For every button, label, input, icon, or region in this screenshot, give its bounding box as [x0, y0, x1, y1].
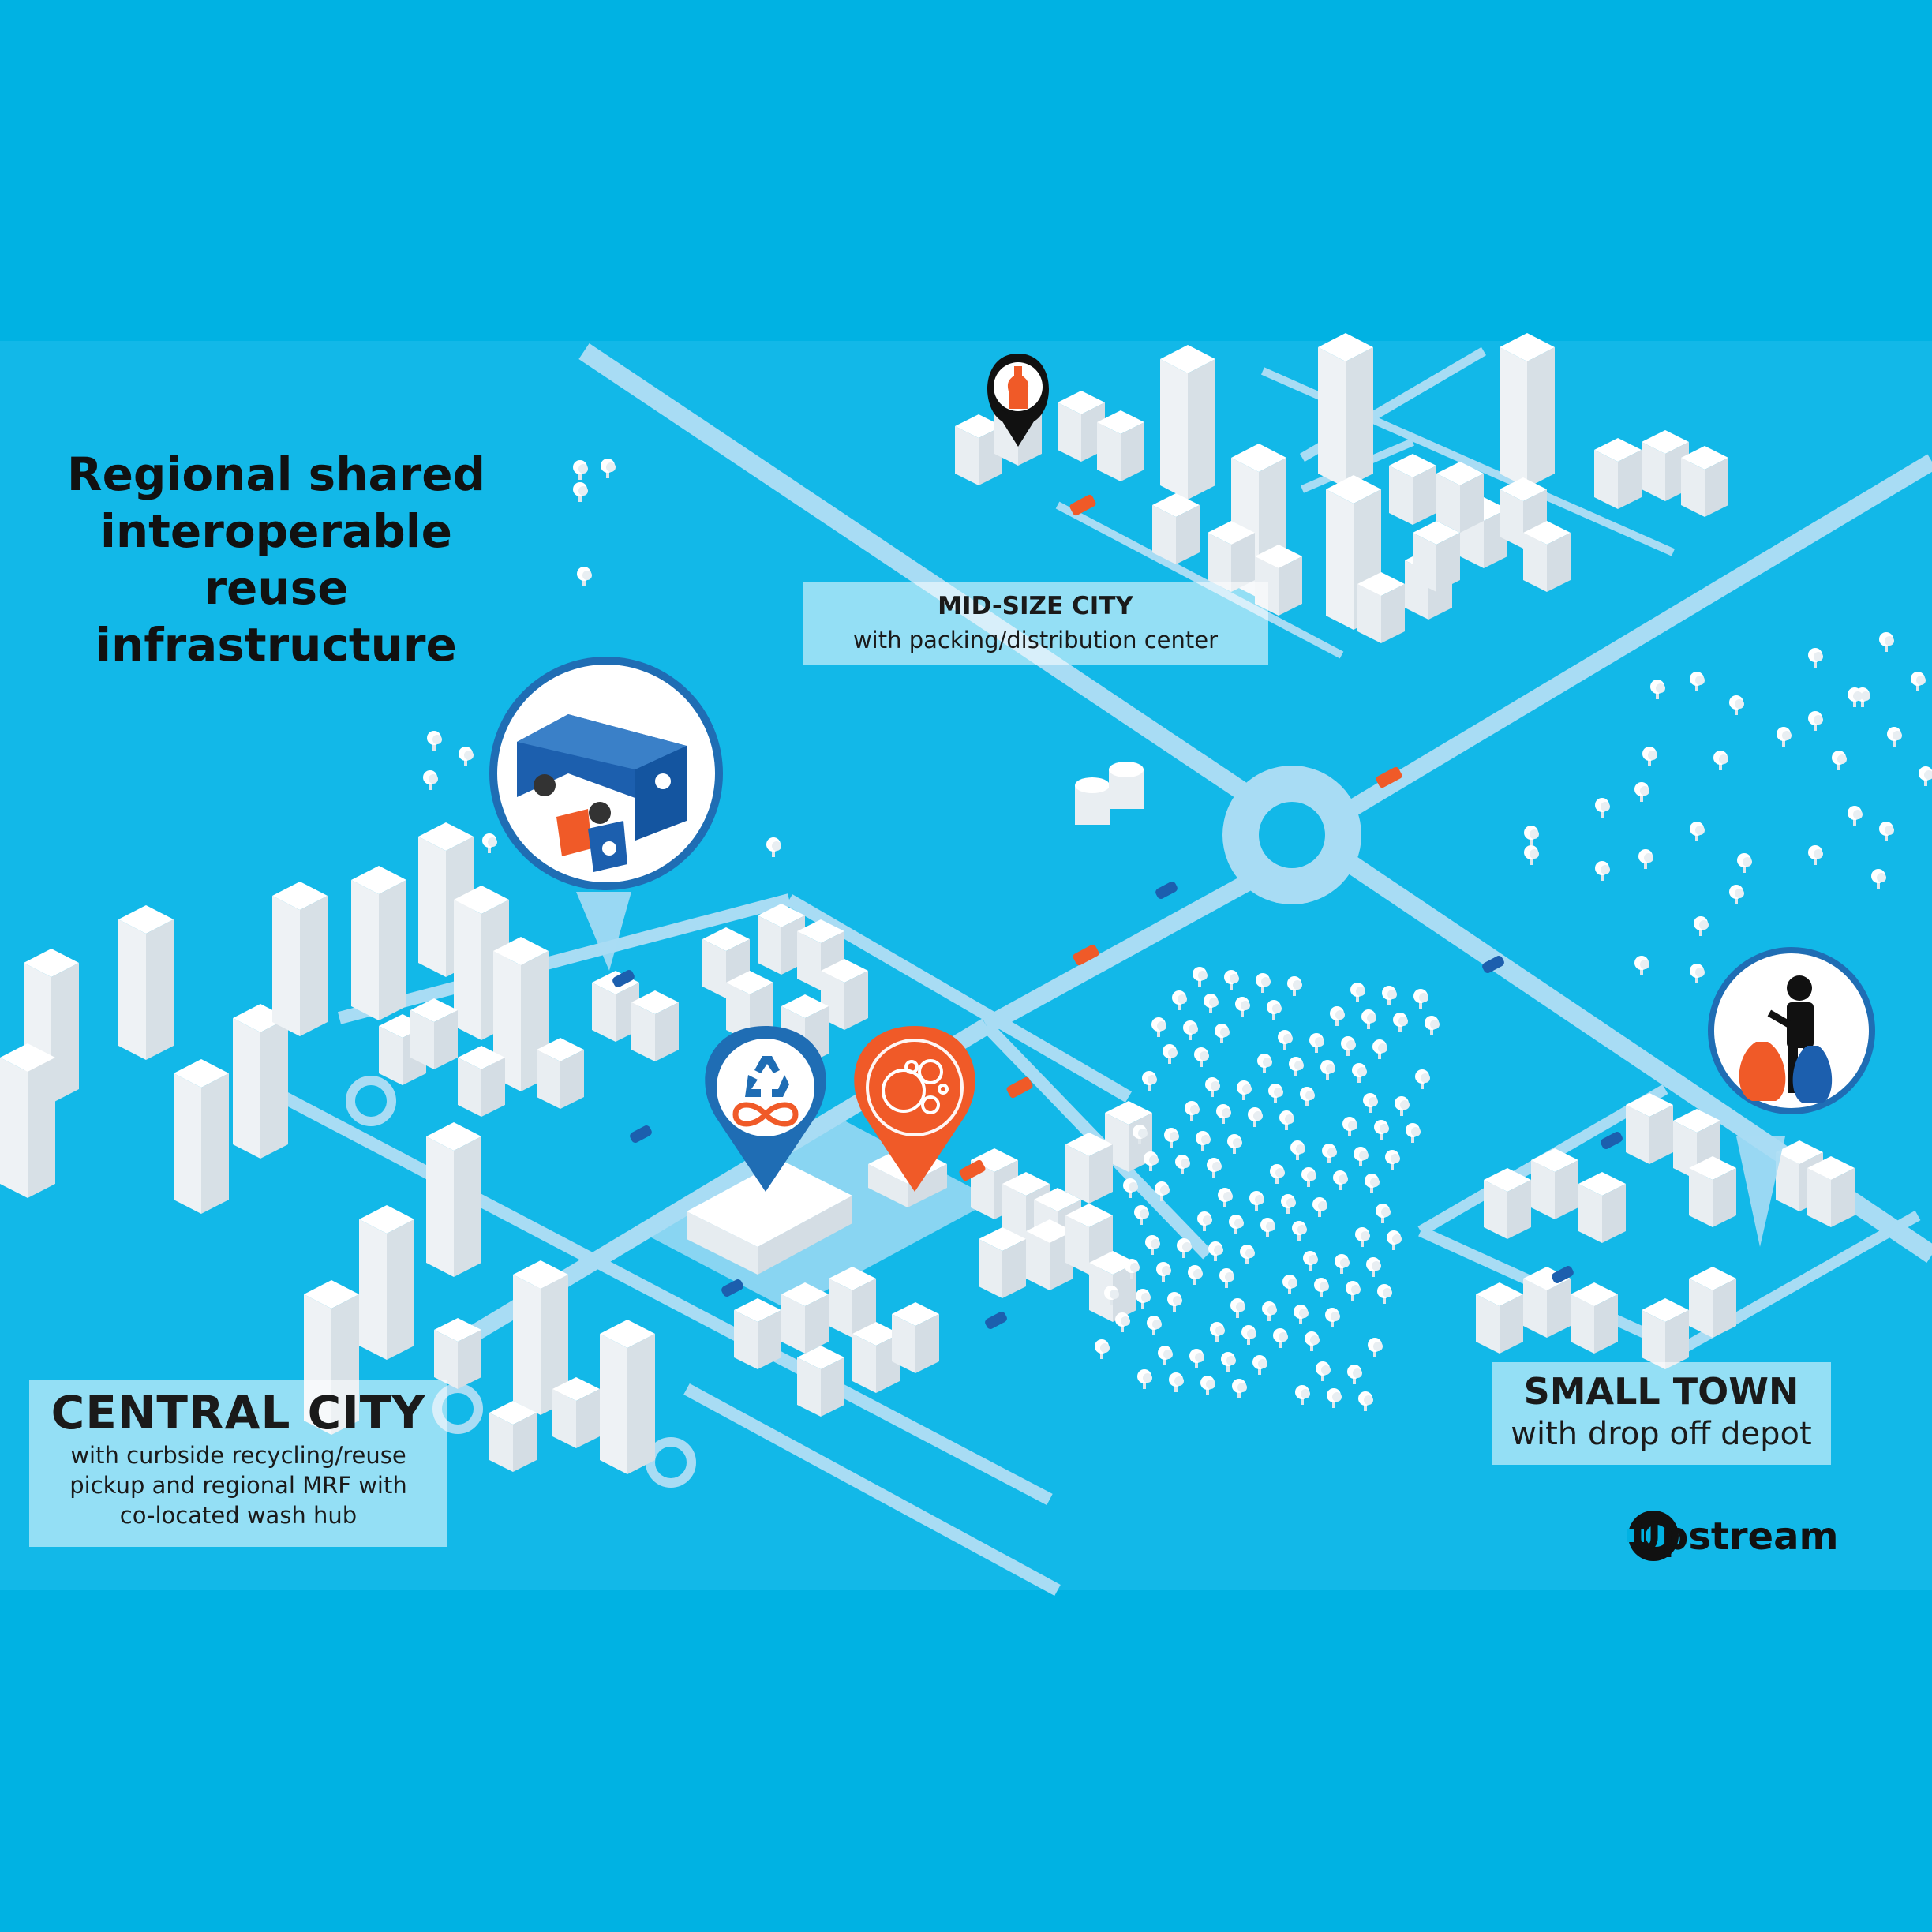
orange-bag-icon	[1739, 1042, 1786, 1101]
storage-tanks	[1075, 762, 1144, 825]
midsize-city-label: MID-SIZE CITY with packing/distribution …	[803, 582, 1268, 665]
page-title: Regional shared interoperable reuse infr…	[24, 446, 529, 673]
upstream-logo-icon	[1627, 1511, 1679, 1561]
small-town-label: SMALL TOWN with drop off depot	[1492, 1362, 1831, 1465]
bubbles-icon	[882, 1059, 949, 1114]
title-line-2: interoperable reuse	[99, 504, 453, 615]
brand-logo: Upstream	[1631, 1509, 1838, 1564]
infinity-icon	[732, 1102, 799, 1127]
recycle-icon	[745, 1056, 789, 1097]
wash-hub-pin[interactable]	[854, 1026, 975, 1192]
bins-icon	[556, 809, 627, 872]
midsize-city-subtitle: with packing/distribution center	[852, 627, 1219, 653]
central-city-label: CENTRAL CITY with curbside recycling/reu…	[29, 1380, 447, 1547]
title-line-1: Regional shared	[66, 447, 486, 501]
depot-callout[interactable]	[1708, 947, 1875, 1247]
title-line-3: infrastructure	[95, 618, 457, 672]
central-city-desc-1: with curbside recycling/reuse	[70, 1442, 406, 1469]
central-city-title: CENTRAL CITY	[51, 1386, 426, 1440]
small-town-subtitle: with drop off depot	[1511, 1416, 1812, 1452]
brand-name: Upstream	[1631, 1515, 1839, 1559]
central-city-desc-2: pickup and regional MRF with	[69, 1472, 407, 1499]
small-town-title: SMALL TOWN	[1523, 1370, 1799, 1413]
truck-callout[interactable]	[489, 657, 723, 971]
distribution-pin[interactable]	[987, 354, 1049, 447]
recycle-infinity-pin[interactable]	[705, 1026, 826, 1192]
bottle-icon	[1007, 366, 1029, 409]
blue-bag-icon	[1792, 1046, 1833, 1103]
midsize-city-title: MID-SIZE CITY	[938, 592, 1133, 620]
central-city-desc-3: co-located wash hub	[119, 1502, 358, 1529]
garbage-truck-icon	[517, 714, 687, 841]
